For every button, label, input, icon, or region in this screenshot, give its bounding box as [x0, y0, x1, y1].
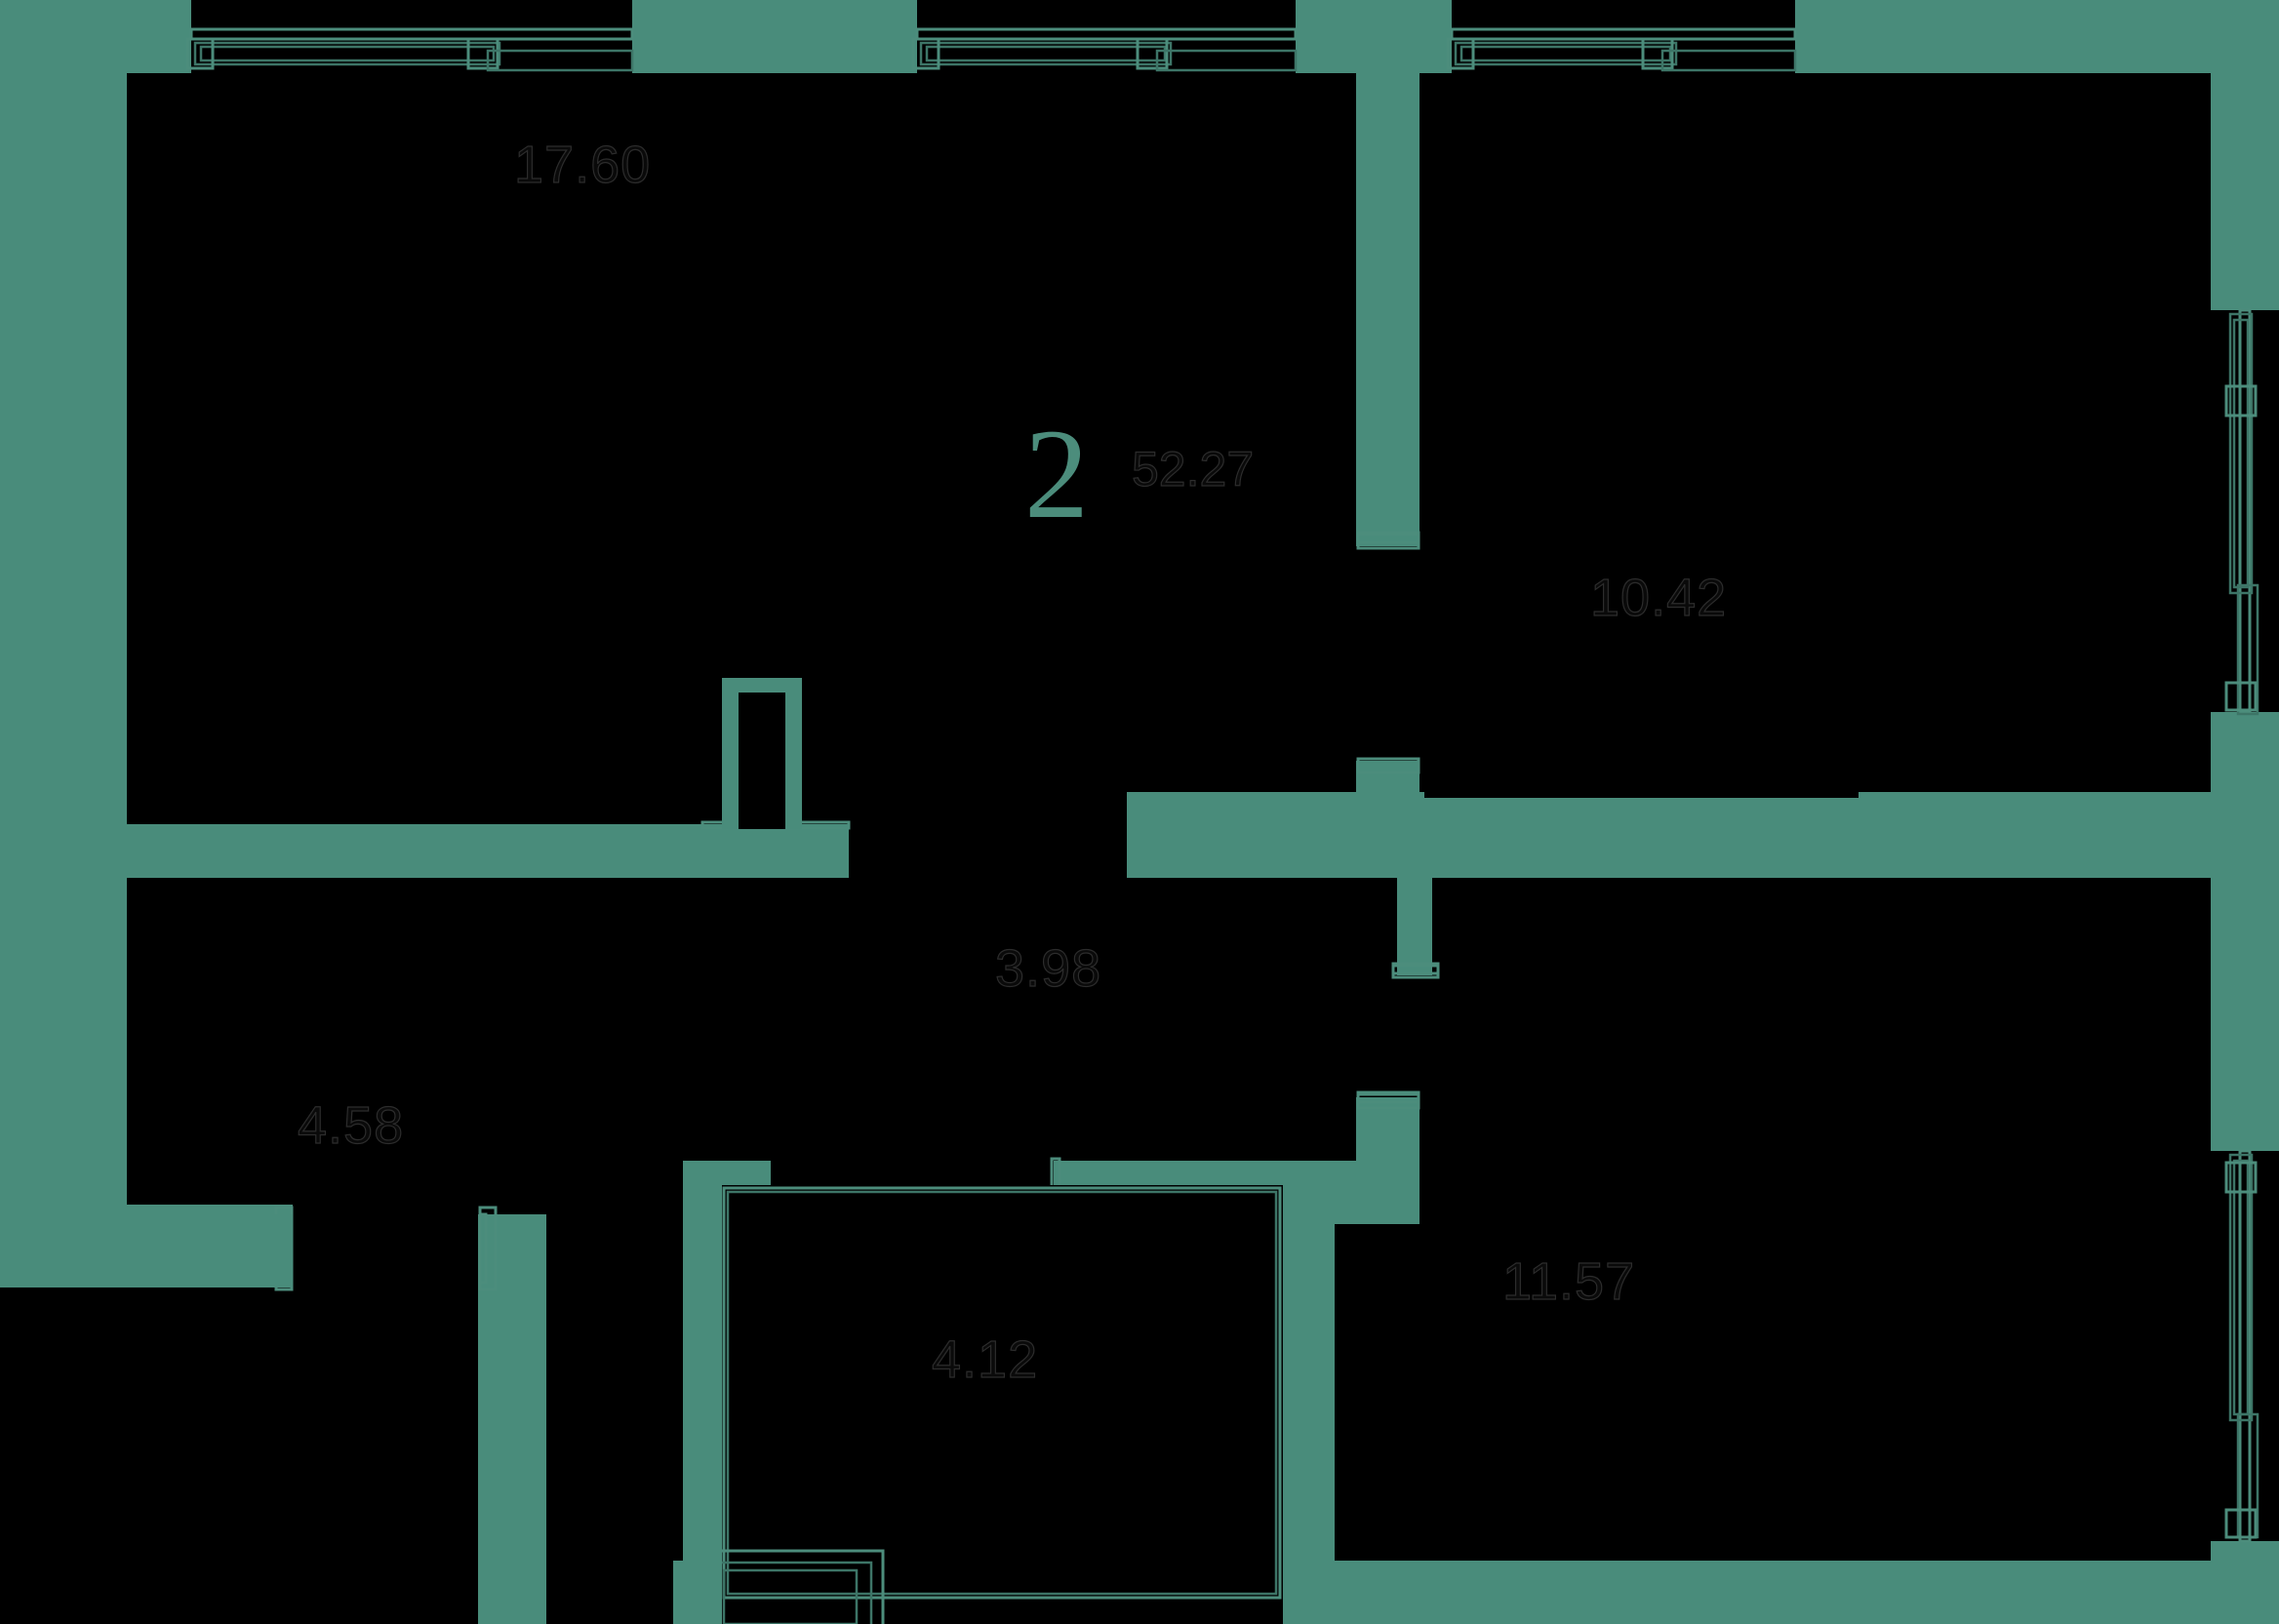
window-top-center [911, 27, 1298, 72]
partition-living-kitchen [0, 820, 851, 878]
area-label-bathroom: 4.12 [931, 1329, 1039, 1389]
rooms-count-badge: 2 [1024, 402, 1089, 545]
window-openings-right [2211, 310, 2279, 1541]
window-top-right [1446, 27, 1797, 72]
area-label-hall: 3.98 [994, 938, 1102, 998]
partition-hall-bedroom [1127, 792, 1927, 878]
area-label-kitchen: 4.58 [297, 1095, 405, 1155]
door-hall-to-bathroom [722, 1549, 885, 1624]
door-reveals [1356, 531, 1440, 1104]
exterior-wall-bottom-left [0, 1205, 185, 1287]
bathroom-interior [722, 1185, 1283, 1624]
partition-upper-right-return [1883, 792, 2211, 878]
window-right-upper [2224, 308, 2259, 716]
door-entry [274, 1206, 498, 1291]
window-openings-top [191, 0, 1795, 73]
area-label-second-bedroom: 11.57 [1501, 1251, 1636, 1311]
window-right-lower [2224, 1149, 2259, 1543]
ventilation-shaft [722, 678, 802, 829]
kitchen-nib [240, 1214, 293, 1287]
partition-kitchen-hall [478, 1212, 546, 1624]
area-label-living-room: 17.60 [513, 135, 652, 194]
window-top-left [185, 27, 634, 72]
area-label-bedroom: 10.42 [1589, 568, 1728, 627]
partition-living-bedroom [1356, 73, 1420, 878]
total-area-label: 52.27 [1131, 441, 1255, 496]
